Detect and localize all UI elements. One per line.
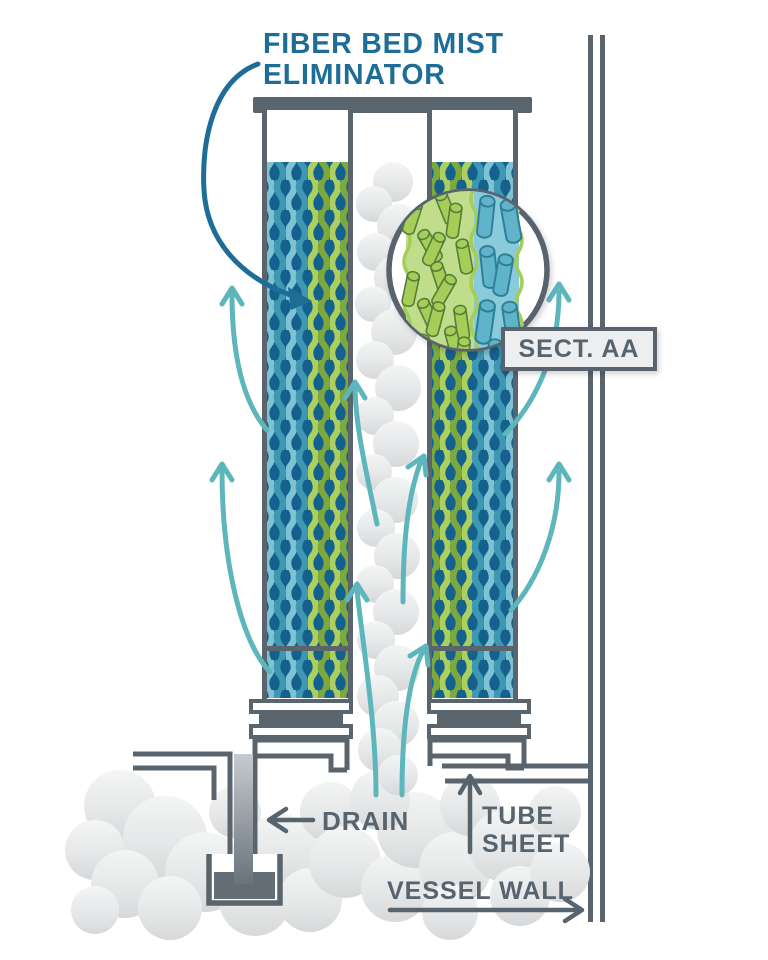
vessel-wall bbox=[588, 35, 605, 922]
detail-circle bbox=[386, 188, 550, 352]
drain-label: DRAIN bbox=[322, 806, 409, 836]
flow-arrow-left-upper bbox=[219, 285, 270, 433]
flow-arrow-channel-2 bbox=[344, 581, 379, 798]
flange-plate bbox=[427, 724, 531, 739]
media-boundary-wave bbox=[469, 191, 479, 349]
bed-segment-divider bbox=[262, 646, 353, 651]
title-pointer-arrowhead-icon bbox=[288, 287, 312, 310]
fiber-media-blue bbox=[267, 162, 308, 698]
flange-gasket bbox=[437, 714, 521, 724]
fiber-bed-left bbox=[249, 110, 353, 739]
flange-plate bbox=[249, 699, 353, 714]
title-block: FIBER BED MIST ELIMINATOR bbox=[201, 28, 504, 310]
vessel-wall-label: VESSEL WALL bbox=[387, 877, 574, 905]
flow-arrow-right-upper bbox=[502, 281, 572, 437]
drain-seal-pot bbox=[206, 754, 283, 906]
flow-arrow-right-lower bbox=[508, 461, 572, 613]
flow-arrow-channel-1 bbox=[342, 379, 380, 527]
page-title-line1: FIBER BED MIST bbox=[263, 28, 504, 60]
page-title-line2: ELIMINATOR bbox=[263, 59, 446, 91]
section-label: SECT. AA bbox=[519, 335, 640, 363]
vessel-wall-arrow-icon bbox=[387, 896, 585, 924]
flow-arrows bbox=[209, 281, 572, 798]
tube-sheet-arrow-icon bbox=[457, 773, 483, 855]
flange-plate bbox=[249, 724, 353, 739]
bed-segment-divider bbox=[427, 646, 518, 651]
drain-pipe bbox=[234, 754, 253, 884]
vessel-wall-callout: VESSEL WALL bbox=[387, 877, 585, 924]
top-cap bbox=[253, 97, 532, 113]
flow-arrow-channel-3 bbox=[400, 453, 429, 605]
flange-plate bbox=[427, 699, 531, 714]
flange-gasket bbox=[259, 714, 343, 724]
flow-arrow-channel-4 bbox=[399, 643, 431, 798]
drain-callout: DRAIN bbox=[266, 806, 409, 836]
section-label-box: SECT. AA bbox=[501, 327, 657, 371]
drain-arrow-icon bbox=[266, 806, 316, 834]
fiber-media-green bbox=[308, 162, 348, 698]
tube-sheet-label-line1: TUBE bbox=[482, 802, 554, 830]
tube-sheet-label-line2: SHEET bbox=[482, 830, 570, 858]
tube-sheet-callout: TUBE SHEET bbox=[457, 773, 570, 858]
title-pointer-curve bbox=[201, 61, 296, 299]
flow-arrow-left-lower bbox=[209, 461, 273, 675]
